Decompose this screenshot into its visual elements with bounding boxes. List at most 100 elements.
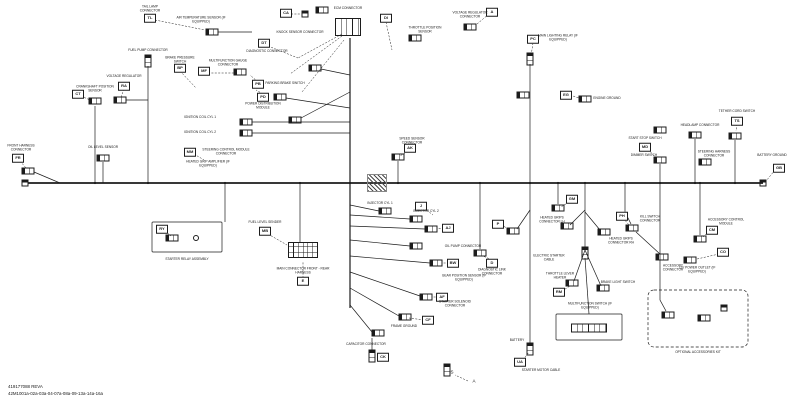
leader-line (154, 19, 206, 31)
connector-icon (697, 314, 711, 322)
wire-line (349, 255, 431, 264)
connector-icon (661, 311, 675, 319)
callout-md: MD (639, 142, 651, 152)
leader-line (267, 45, 299, 59)
connector-icon (424, 225, 438, 233)
junction-dot (658, 181, 662, 185)
connector-icon (113, 96, 127, 104)
diagram-label: MULTIFUNCTION GAUGE CONNECTOR (208, 58, 248, 66)
wire-line (635, 231, 661, 255)
diagram-label: IGNITION COIL CYL 2 (184, 130, 216, 135)
diagram-label: STARTER SOLENOID CONNECTOR (439, 299, 471, 307)
diagram-label: FRAME GROUND (390, 324, 418, 329)
connector-icon (506, 227, 520, 235)
wire-line (349, 214, 411, 220)
callout-pd: PD (257, 92, 269, 102)
callout-e: E (297, 276, 309, 286)
junction-dot (298, 181, 302, 185)
diagram-label: DIAGNOSTIC LINK CONNECTOR (478, 267, 506, 275)
callout-ts: TS (731, 116, 743, 126)
diagram-label: STEERING HARNESS CONNECTOR (697, 149, 731, 157)
connector-icon (526, 52, 534, 66)
callout-a: A (486, 7, 498, 17)
callout-fr: FR (12, 153, 24, 163)
diagram-label: OPTIONAL ACCESSORIES KIT (675, 350, 721, 355)
diagram-label: MULTIFUNCTION SWITCH (IF EQUIPPED) (567, 301, 613, 309)
diagram-label: 12V POWER OUTLET (IF EQUIPPED) (678, 265, 716, 273)
connector-icon (371, 329, 385, 337)
connector-icon (516, 91, 530, 99)
component-box (151, 221, 223, 253)
diagram-label: START STOP SWITCH (628, 136, 662, 141)
leader-line (765, 169, 776, 182)
diagram-label: VOLTAGE REGULATOR CONNECTOR (452, 10, 488, 18)
callout-bw: BW (447, 258, 459, 268)
diagram-label: ENGINE GROUND (593, 96, 621, 101)
diagram-label: DIMMER SWITCH (630, 153, 658, 158)
diagram-label: ELECTRIC STARTER CABLE (533, 253, 565, 261)
junction-dot (623, 181, 627, 185)
connector-icon (96, 154, 110, 162)
diagram-label: INJECTOR CYL 1 (367, 201, 393, 206)
connector-icon (409, 215, 423, 223)
callout-ck: CK (377, 352, 389, 362)
wire-line (285, 97, 351, 109)
connector-icon (653, 156, 667, 164)
connector-icon (408, 34, 422, 42)
wire-line (300, 91, 351, 119)
junction-dot (556, 181, 560, 185)
diagram-label: TAIL LAMP CONNECTOR (139, 4, 161, 12)
connector-icon (368, 349, 376, 363)
callout-pb: PB (252, 79, 264, 89)
connector-icon (21, 167, 35, 175)
callout-mm: MM (184, 147, 196, 157)
callout-rm: RM (553, 287, 565, 297)
connector-icon (409, 242, 423, 250)
diagram-label: HEATED GRIP AMPLIFIER (IF EQUIPPED) (186, 159, 230, 167)
connector-icon (391, 153, 405, 161)
connector-icon (683, 256, 697, 264)
connector-icon (596, 284, 610, 292)
connector-icon (728, 132, 742, 140)
connector-icon (526, 342, 534, 356)
diagram-label: S (450, 369, 454, 375)
diagram-label: ECM CONNECTOR (333, 6, 363, 11)
leader-line (120, 88, 125, 98)
callout-j: J (415, 201, 427, 211)
connector-icon (473, 249, 487, 257)
connector-icon (308, 64, 322, 72)
diagram-label: HEADLAMP CONNECTOR (680, 123, 720, 128)
callout-eg: EG (560, 90, 572, 100)
diagram-label: VOLTAGE REGULATOR (106, 74, 142, 79)
diagram-label: GEAR POSITION SENSOR (IF EQUIPPED) (441, 273, 487, 281)
junction-dot (733, 181, 737, 185)
part-number: 419177088 REVA (8, 384, 43, 389)
diagram-label: MAIN CONNECTOR FRONT - REAR HARNESS (276, 266, 330, 274)
callout-d: D (486, 258, 498, 268)
diagram-label: POWER DISTRIBUTION MODULE (245, 101, 281, 109)
callout-co: CO (717, 247, 729, 257)
connector-icon (301, 10, 309, 18)
junction-dot (223, 181, 227, 185)
ring-terminal-icon (193, 235, 199, 241)
diagram-label: MAIN LIGHTING RELAY (IF EQUIPPED) (538, 33, 578, 41)
diagram-label: STARTER RELAY ASSEMBLY (165, 257, 209, 262)
wire-line (349, 304, 373, 333)
leader-line (267, 233, 288, 246)
diagram-label: IGNITION COIL CYL 1 (184, 115, 216, 120)
diagram-label: HEATED GRIPS CONNECTOR LH (539, 215, 565, 223)
diagram-label: ACCESSORY CONNECTOR (662, 263, 684, 271)
callout-aj: AJ (442, 223, 454, 233)
junction-dot (698, 181, 702, 185)
diagram-label: THROTTLE LEVER HEATER (545, 271, 575, 279)
connector-icon (578, 95, 592, 103)
diagram-label: OIL LEVEL SENSOR (87, 145, 119, 150)
junction-dot (146, 181, 150, 185)
callout-dt: DT (258, 38, 270, 48)
connector-icon (581, 246, 589, 260)
junction-dot (348, 181, 352, 185)
connector-icon (551, 204, 565, 212)
junction-dot (528, 181, 532, 185)
leader-line (408, 317, 425, 321)
